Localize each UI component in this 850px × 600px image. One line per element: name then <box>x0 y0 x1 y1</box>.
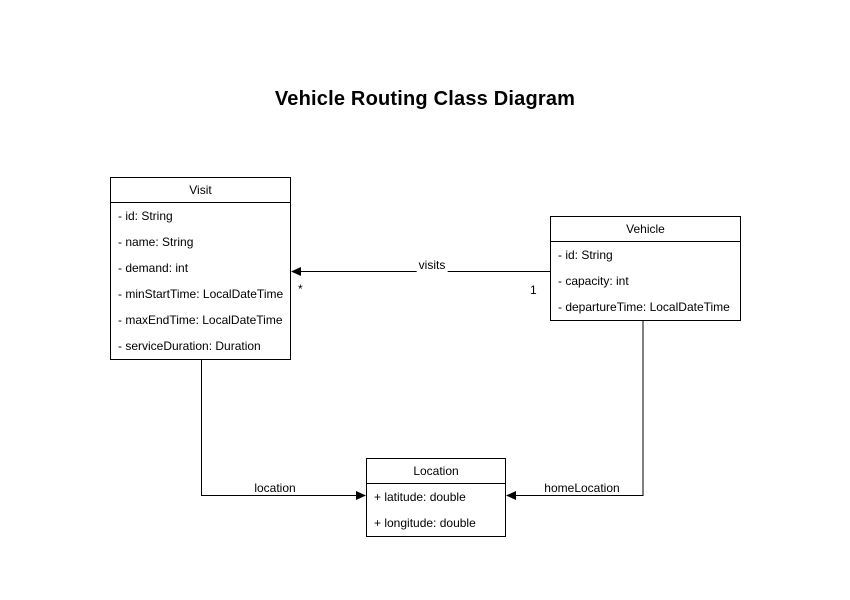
edge-label-location[interactable]: location <box>252 481 298 495</box>
class-vehicle-name: Vehicle <box>551 217 740 242</box>
class-location-attributes: + latitude: double + longitude: double <box>367 484 505 536</box>
class-attribute: - id: String <box>558 248 613 262</box>
edge-label-visits[interactable]: visits <box>416 258 448 272</box>
class-attribute: - minStartTime: LocalDateTime <box>118 287 284 301</box>
class-attribute: - id: String <box>118 209 173 223</box>
class-visit-name: Visit <box>111 178 290 203</box>
multiplicity-visits-target: * <box>298 282 303 296</box>
class-visit-attributes: - id: String - name: String - demand: in… <box>111 203 290 359</box>
relation-location-line[interactable] <box>201 360 359 496</box>
multiplicity-visits-source: 1 <box>530 283 537 297</box>
diagram-title: Vehicle Routing Class Diagram <box>274 88 576 110</box>
class-attribute: + latitude: double <box>374 490 466 504</box>
class-attribute: - serviceDuration: Duration <box>118 339 261 353</box>
class-attribute: - maxEndTime: LocalDateTime <box>118 313 283 327</box>
arrowhead-icon <box>356 491 366 500</box>
relation-homeLocation-line[interactable] <box>514 321 644 496</box>
class-attribute: - capacity: int <box>558 274 629 288</box>
class-attribute: - name: String <box>118 235 194 249</box>
class-vehicle[interactable]: Vehicle - id: String - capacity: int - d… <box>550 216 741 321</box>
relation-homeLocation[interactable] <box>506 321 644 500</box>
class-attribute: - demand: int <box>118 261 189 275</box>
class-attribute: + longitude: double <box>374 516 476 530</box>
class-visit[interactable]: Visit - id: String - name: String - dema… <box>110 177 291 360</box>
class-vehicle-attributes: - id: String - capacity: int - departure… <box>551 242 740 320</box>
relation-location[interactable] <box>201 360 367 500</box>
class-attribute: - departureTime: LocalDateTime <box>558 300 730 314</box>
arrowhead-icon <box>506 491 516 500</box>
arrowhead-icon <box>291 267 301 276</box>
class-location[interactable]: Location + latitude: double + longitude:… <box>366 458 506 537</box>
edge-label-homeLocation[interactable]: homeLocation <box>542 481 622 495</box>
class-location-name: Location <box>367 459 505 484</box>
